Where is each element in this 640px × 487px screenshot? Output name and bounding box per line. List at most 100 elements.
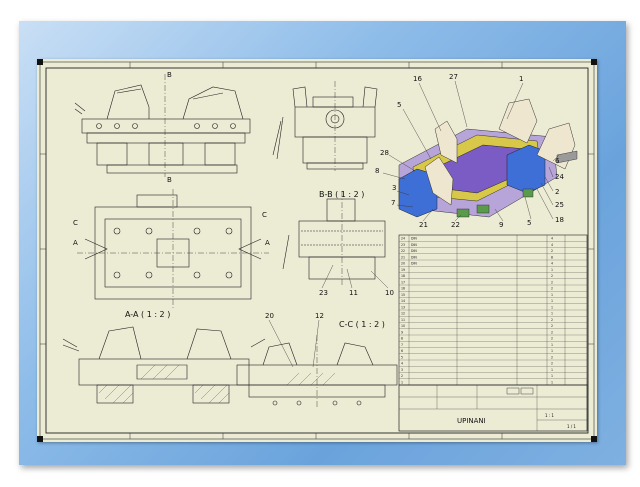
bom-cell-qty: 2	[551, 330, 553, 334]
bom-cell-no: 18	[401, 274, 405, 278]
balloon: 2	[555, 188, 559, 196]
balloon-labels: 16 27 1 5 28 8 3 7 21 22 9 5 18 25 2 24 …	[265, 73, 564, 320]
title-block: UPINANI 1 : 1 1 / 1	[398, 384, 588, 432]
section-aa-hatch	[98, 364, 230, 404]
balloon: 5	[527, 219, 531, 227]
bom-cell-qty: 1	[551, 305, 553, 309]
bom-cell-qty: 1	[551, 374, 553, 378]
bom-cell-no: 12	[401, 312, 405, 316]
section-cc-hatch	[286, 372, 336, 386]
balloon: 27	[449, 73, 458, 81]
bom-cell-qty: 2	[551, 318, 553, 322]
label-section-aa: A-A ( 1 : 2 )	[125, 310, 170, 319]
bom-cell-no: 3	[401, 368, 403, 372]
mark-a-right: A	[265, 239, 270, 247]
bom-cell-no: 2	[401, 374, 403, 378]
technical-drawing: B B A A C C B-B ( 1 : 2 ) A-A ( 1 : 2	[37, 59, 597, 442]
bom-cell-qty: 2	[551, 324, 553, 328]
section-cc-view	[236, 335, 398, 409]
label-section-cc: C-C ( 1 : 2 )	[339, 320, 385, 329]
section-aa-view	[62, 326, 266, 404]
balloon: 16	[413, 75, 422, 83]
bom-cell-no: 24	[401, 237, 405, 241]
bom-cell-qty: 1	[551, 299, 553, 303]
bom-cell-no: 5	[401, 355, 403, 359]
bom-cell-no: 7	[401, 343, 403, 347]
zone-ticks	[40, 62, 594, 439]
balloon: 24	[555, 173, 564, 181]
drawing-title: UPINANI	[457, 417, 486, 425]
bom-cell-qty: 1	[551, 343, 553, 347]
side-view	[272, 81, 378, 171]
bom-cell-no: 15	[401, 293, 405, 297]
balloon: 12	[315, 312, 324, 320]
bom-cell-qty: 1	[551, 293, 553, 297]
scale-label: 1 : 1	[545, 413, 554, 418]
balloon: 22	[451, 221, 460, 229]
balloon: 6	[555, 157, 560, 165]
balloon: 21	[419, 221, 428, 229]
bom-cell-qty: 2	[551, 274, 553, 278]
bom-cell-qty: 1	[551, 268, 553, 272]
bom-cell-qty: 1	[551, 368, 553, 372]
bom-cell-qty: 1	[551, 312, 553, 316]
mark-b-top: B	[167, 71, 172, 79]
section-bb-view	[282, 191, 386, 287]
bom-cell-qty: 1	[551, 349, 553, 353]
bom-cell-name: DIN	[411, 237, 417, 241]
bom-cell-name: DIN	[411, 243, 417, 247]
top-view	[77, 189, 269, 309]
balloon: 5	[397, 101, 401, 109]
bom-cell-no: 17	[401, 280, 405, 284]
bom-cell-qty: 2	[551, 355, 553, 359]
bom-cell-no: 21	[401, 255, 405, 259]
bom-cell-qty: 2	[551, 337, 553, 341]
bom-cell-no: 4	[401, 362, 403, 366]
bom-cell-no: 8	[401, 337, 403, 341]
bom-cell-no: 6	[401, 349, 403, 353]
balloon: 11	[349, 289, 358, 297]
corner-marks	[37, 59, 597, 442]
bom-cell-qty: 4	[551, 243, 553, 247]
balloon: 28	[380, 149, 389, 157]
balloon: 20	[265, 312, 274, 320]
bom-cell-qty: 2	[551, 362, 553, 366]
bom-cell-no: 14	[401, 299, 405, 303]
mark-c-left: C	[73, 219, 78, 227]
isometric-assembly-view	[398, 98, 578, 218]
bom-cell-no: 1	[401, 380, 403, 384]
bom-cell-name: DIN	[411, 255, 417, 259]
bom-cell-no: 16	[401, 287, 405, 291]
bom-cell-name: DIN	[411, 249, 417, 253]
mark-b-bottom: B	[167, 176, 172, 184]
bom-cell-no: 20	[401, 262, 405, 266]
bom-cell-no: 23	[401, 243, 405, 247]
balloon: 7	[391, 199, 395, 207]
balloon: 10	[385, 289, 394, 297]
bom-cell-name: DIN	[411, 262, 417, 266]
bom-cell-qty: 2	[551, 280, 553, 284]
balloon: 23	[319, 289, 328, 297]
front-view	[74, 74, 251, 177]
balloon: 3	[392, 184, 396, 192]
label-section-bb: B-B ( 1 : 2 )	[319, 190, 364, 199]
bom-cell-no: 10	[401, 324, 405, 328]
bom-cell-qty: 2	[551, 287, 553, 291]
bom-cell-no: 19	[401, 268, 405, 272]
leader-lines	[268, 80, 560, 368]
bom-cell-qty: 4	[551, 262, 553, 266]
balloon: 18	[555, 216, 564, 224]
bom-cell-qty: 2	[551, 249, 553, 253]
bom-cell-qty: 8	[551, 255, 553, 259]
bom-cell-no: 22	[401, 249, 405, 253]
outer-border	[39, 61, 595, 440]
bom-cell-no: 11	[401, 318, 405, 322]
drawing-sheet: B B A A C C B-B ( 1 : 2 ) A-A ( 1 : 2	[37, 59, 597, 442]
bom-cell-qty: 1	[551, 380, 553, 384]
bom-cell-qty: 4	[551, 237, 553, 241]
balloon: 9	[499, 221, 503, 229]
balloon: 25	[555, 201, 564, 209]
bom-cell-no: 9	[401, 330, 403, 334]
